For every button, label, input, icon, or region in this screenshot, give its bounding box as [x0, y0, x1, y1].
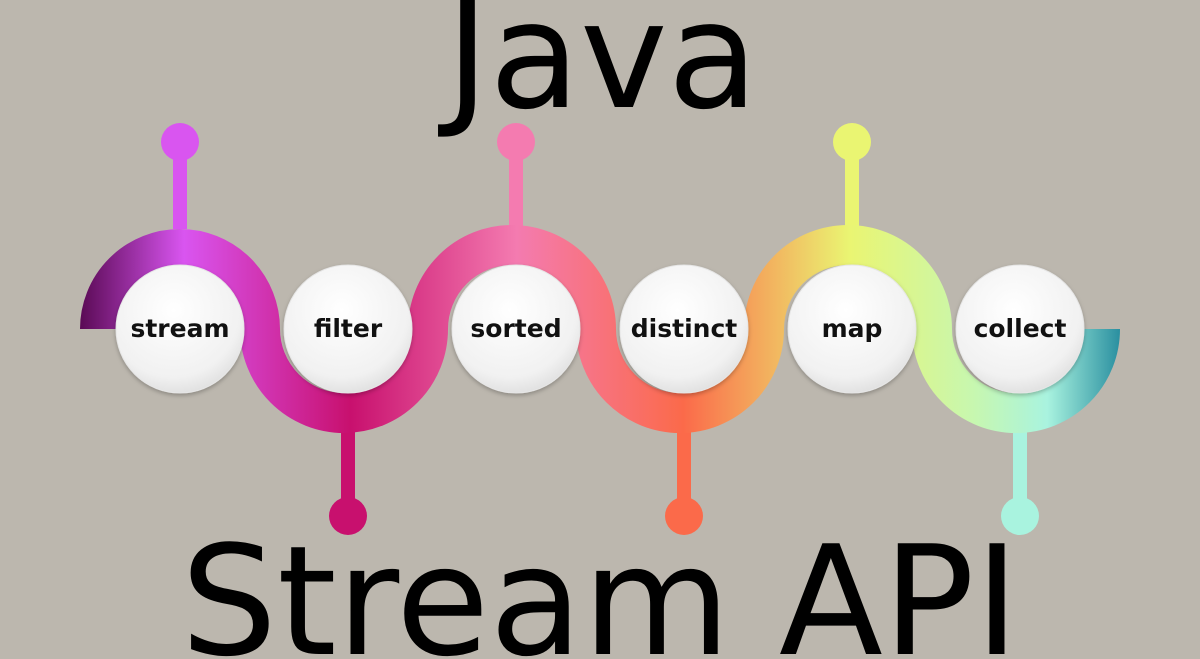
step-disc-map — [787, 264, 917, 394]
connector-dots — [161, 123, 1039, 535]
step-collect: collect — [955, 264, 1085, 394]
dot-filter — [329, 497, 367, 535]
step-disc-sorted — [451, 264, 581, 394]
step-disc-distinct — [619, 264, 749, 394]
step-label-stream: stream — [130, 314, 229, 343]
step-label-sorted: sorted — [470, 314, 561, 343]
dot-sorted — [497, 123, 535, 161]
step-filter: filter — [283, 264, 413, 394]
dot-stream — [161, 123, 199, 161]
step-sorted: sorted — [451, 264, 581, 394]
step-discs: stream filter sorted distinct map collect — [115, 264, 1085, 394]
step-disc-collect — [955, 264, 1085, 394]
step-disc-filter — [283, 264, 413, 394]
step-distinct: distinct — [619, 264, 749, 394]
title-stream-api: Stream API — [180, 513, 1020, 659]
step-label-filter: filter — [314, 314, 383, 343]
step-map: map — [787, 264, 917, 394]
step-label-map: map — [822, 314, 883, 343]
title-java: Java — [445, 0, 759, 142]
pipeline-wave — [80, 225, 1120, 433]
step-label-collect: collect — [974, 314, 1067, 343]
dot-collect — [1001, 497, 1039, 535]
dot-map — [833, 123, 871, 161]
step-disc-stream — [115, 264, 245, 394]
step-label-distinct: distinct — [631, 314, 737, 343]
step-stream: stream — [115, 264, 245, 394]
dot-distinct — [665, 497, 703, 535]
